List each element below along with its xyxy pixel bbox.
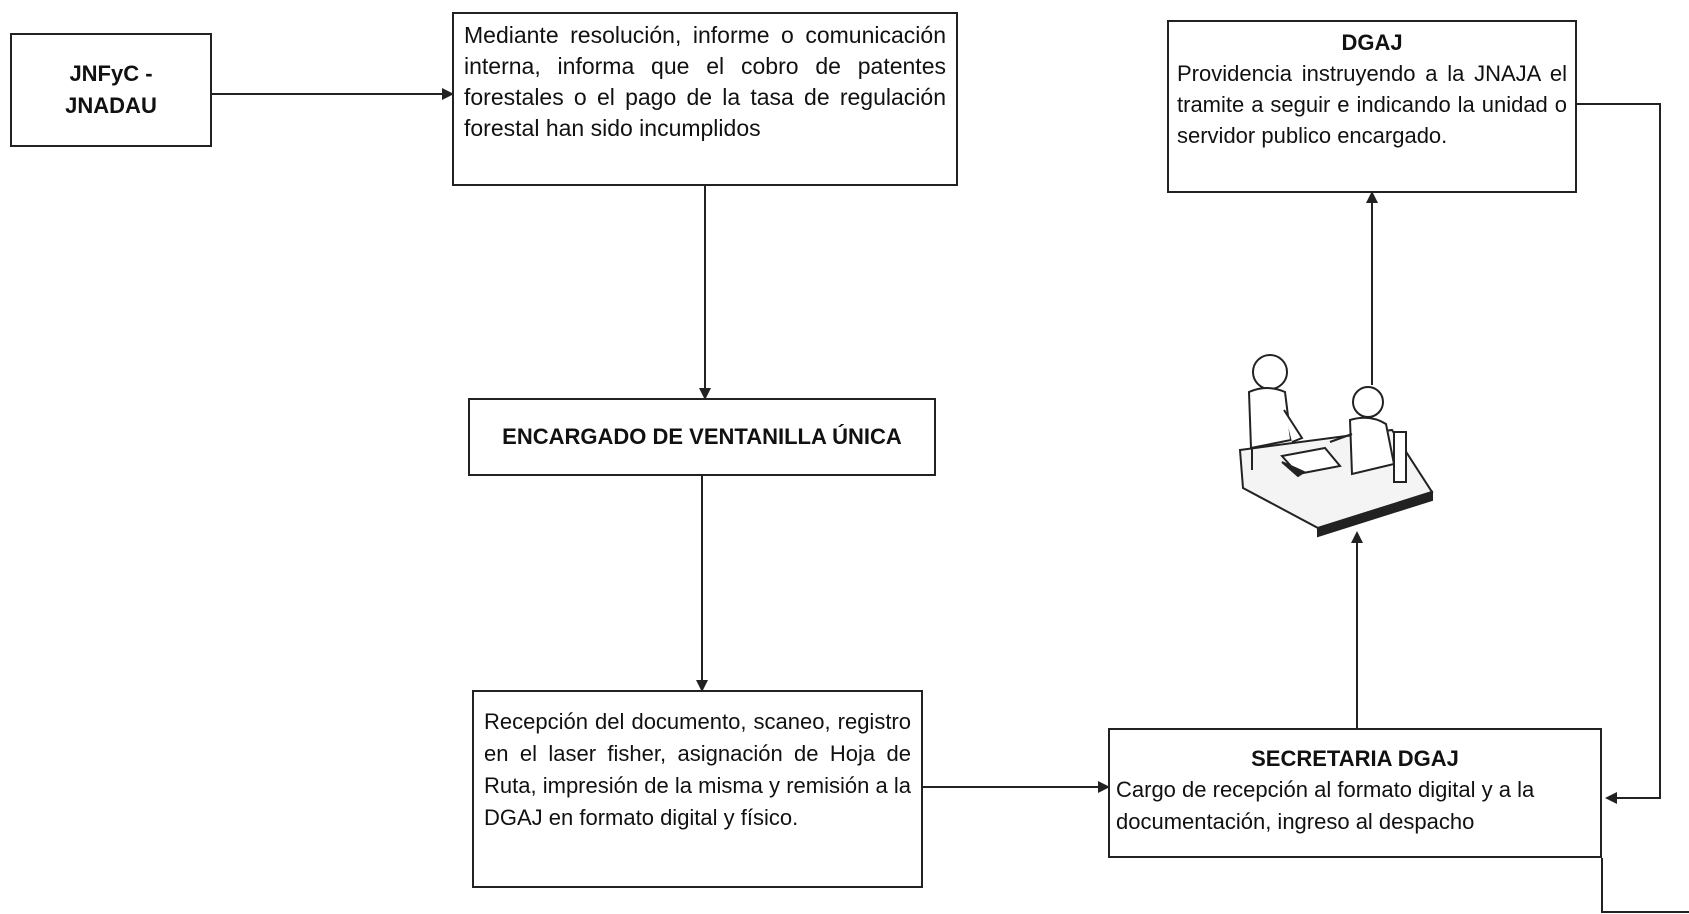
- reception-text: Recepción del documento, scaneo, registr…: [484, 709, 911, 830]
- dgaj-node: DGAJ Providencia instruyendo a la JNAJA …: [1167, 20, 1577, 193]
- window-node: ENCARGADO DE VENTANILLA ÚNICA: [468, 398, 936, 476]
- dgaj-text: Providencia instruyendo a la JNAJA el tr…: [1177, 61, 1567, 148]
- secretary-text: Cargo de recepción al formato digital y …: [1116, 777, 1535, 834]
- dgaj-title: DGAJ: [1341, 30, 1403, 55]
- arrow-dgaj-to-secretary: [1577, 103, 1661, 804]
- origin-node: JNFyC - JNADAU: [10, 33, 212, 147]
- notice-text: Mediante resolución, informe o comunicac…: [464, 22, 946, 141]
- notice-node: Mediante resolución, informe o comunicac…: [452, 12, 958, 186]
- secretary-title: SECRETARIA DGAJ: [1251, 746, 1459, 771]
- origin-label: JNFyC - JNADAU: [65, 61, 157, 118]
- secretary-node: SECRETARIA DGAJ Cargo de recepción al fo…: [1108, 728, 1602, 858]
- line-secretary-exit: [1601, 858, 1689, 913]
- reception-node: Recepción del documento, scaneo, registr…: [472, 690, 923, 888]
- meeting-desk-icon: [1238, 354, 1434, 538]
- window-label: ENCARGADO DE VENTANILLA ÚNICA: [502, 424, 902, 449]
